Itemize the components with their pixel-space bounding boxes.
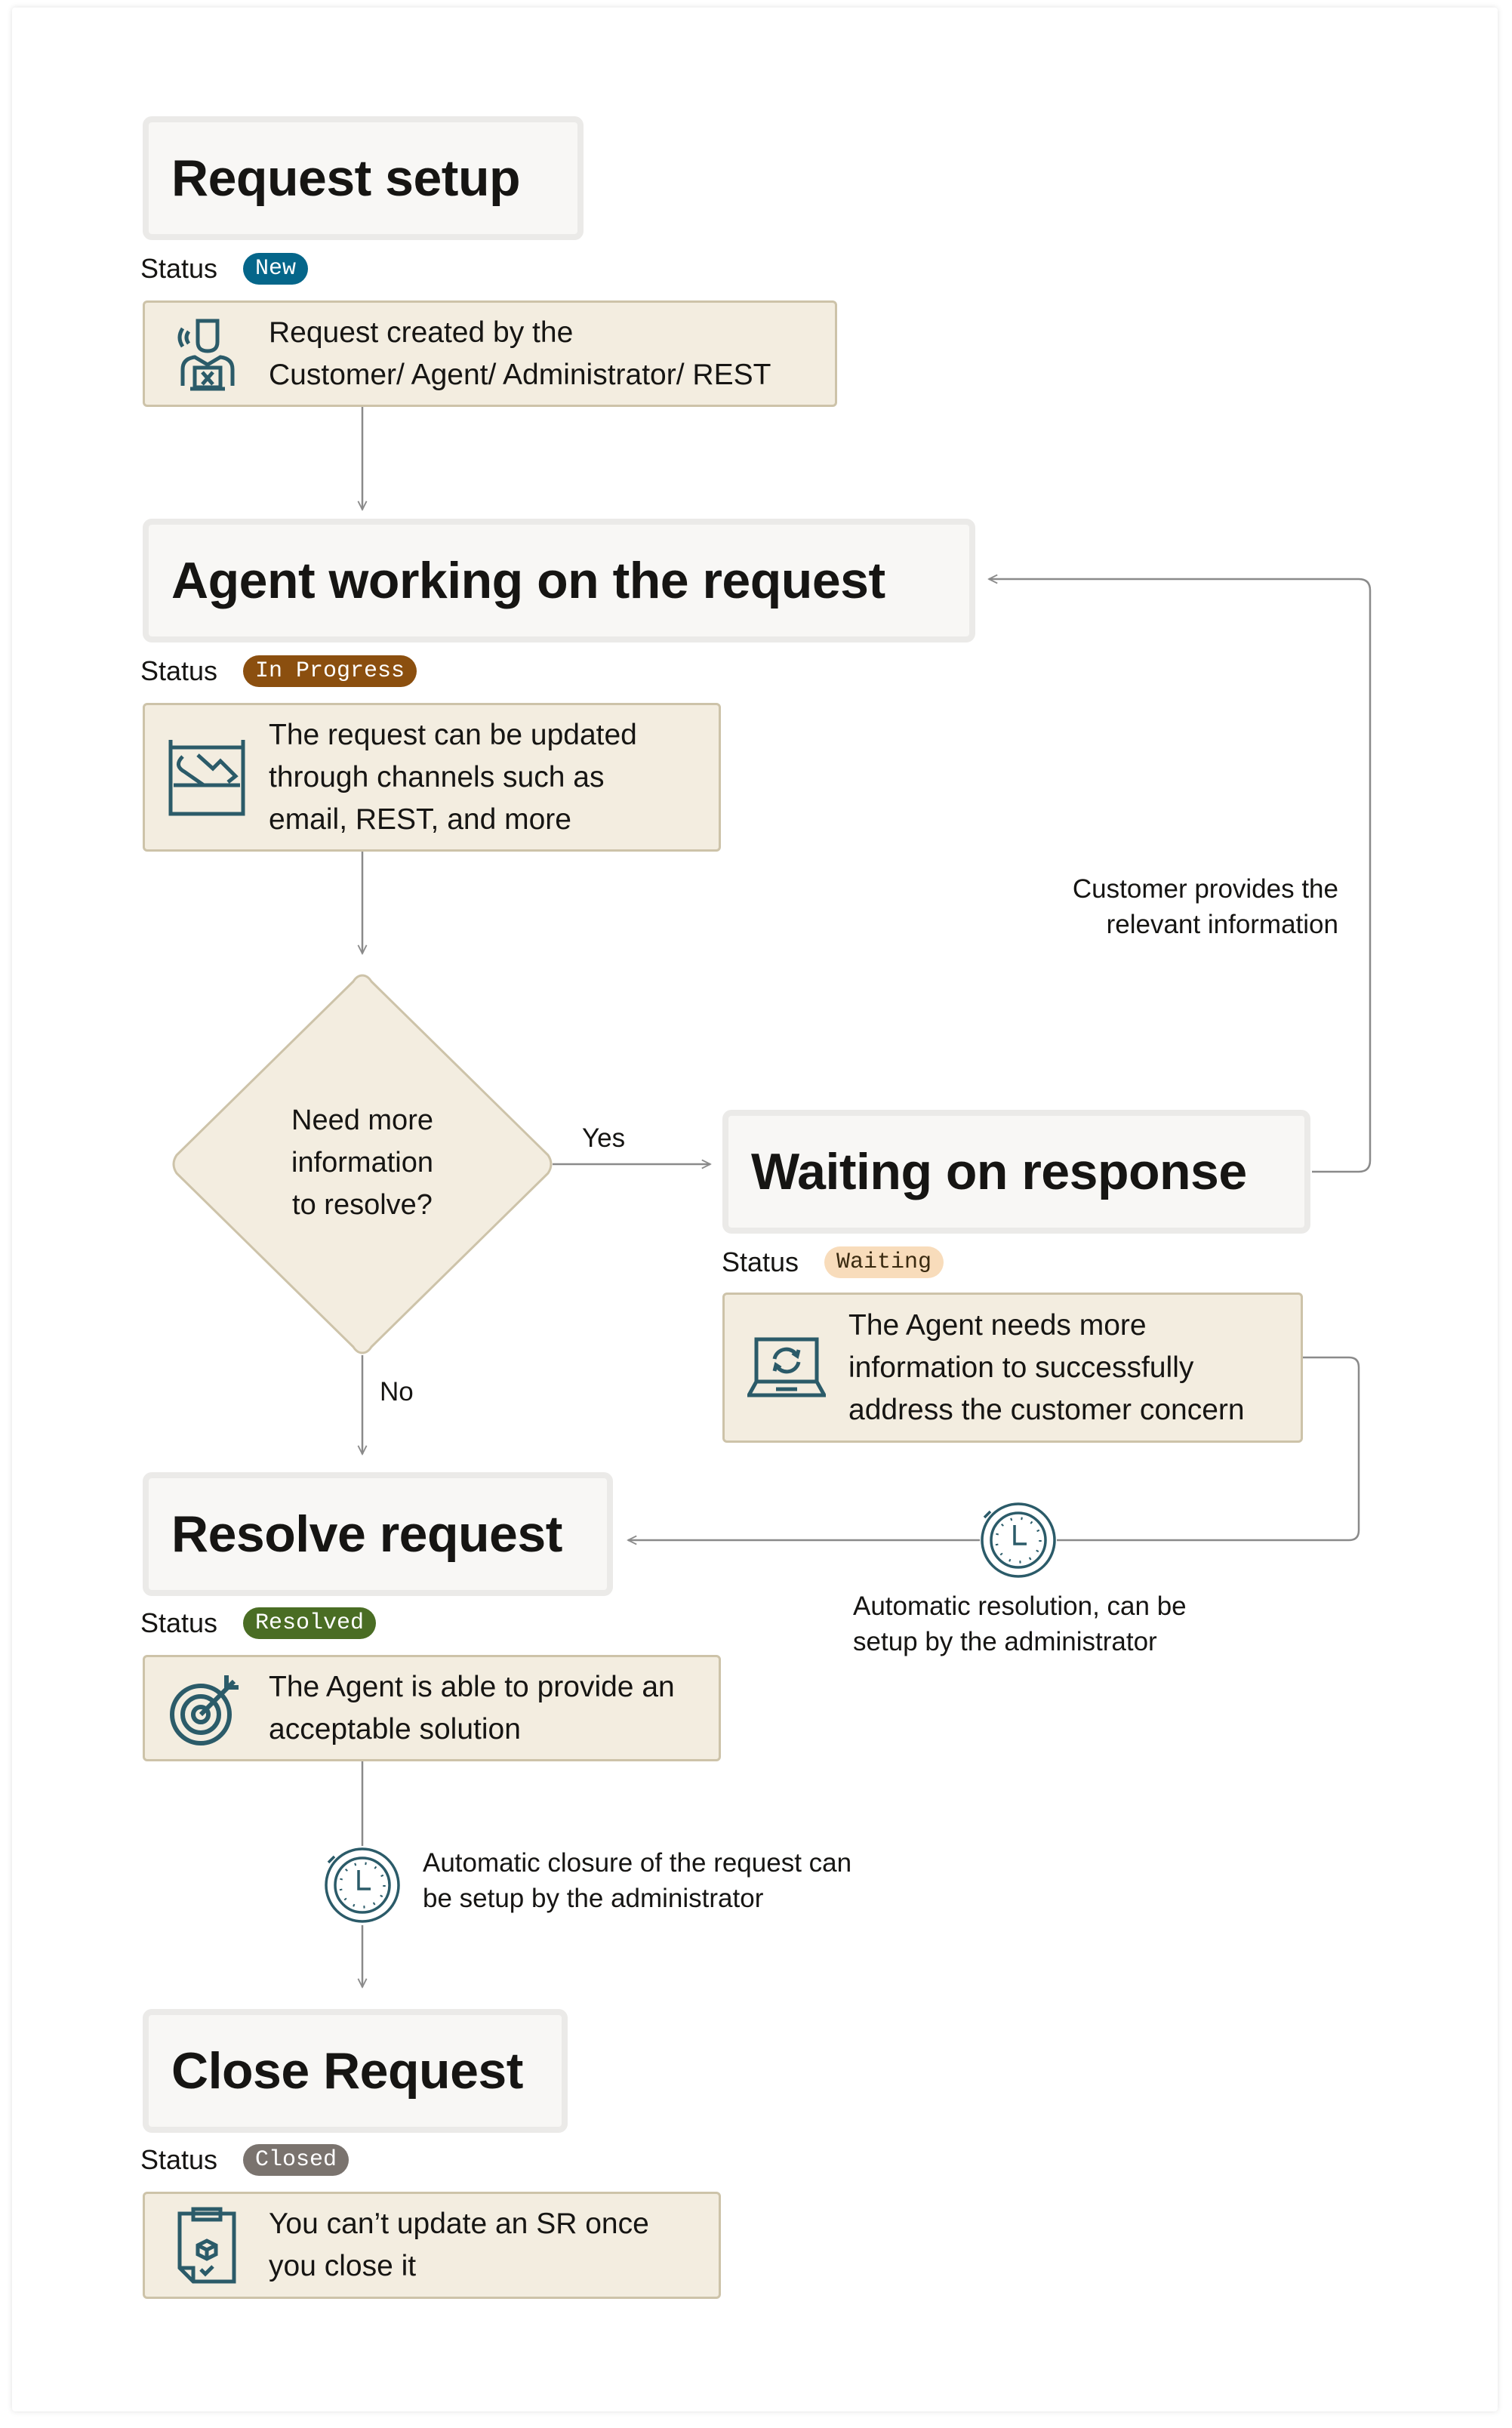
status-badge-resolved: Resolved [243,1607,377,1639]
status-label: Status [140,253,218,284]
description-line: You can’t update an SR once [269,2208,649,2240]
description-line: Request created by the [269,316,574,349]
step-agent-working-description: The request can be updated through channe… [143,703,721,852]
agent-laptop-icon [145,316,269,392]
status-badge-waiting: Waiting [824,1246,944,1278]
description-line: you close it [269,2250,417,2282]
decision-diamond [172,974,553,1354]
tools-icon [145,738,269,817]
description-line: email, REST, and more [269,803,571,836]
auto-resolution-note: Automatic resolution, can be setup by th… [853,1588,1187,1659]
description-line: address the customer concern [848,1393,1245,1426]
step-waiting-title-box: Waiting on response [722,1110,1310,1234]
step-title: Agent working on the request [171,552,885,609]
status-badge-closed: Closed [243,2144,350,2176]
step-title: Waiting on response [751,1143,1247,1200]
decision-line: information [291,1147,433,1179]
clipboard-icon [145,2206,269,2285]
auto-closure-note: Automatic closure of the request can be … [423,1845,851,1916]
status-label: Status [140,2144,218,2175]
description-line: The Agent is able to provide an [269,1670,675,1703]
step-request-setup-title-box: Request setup [143,116,584,240]
step-waiting-description: The Agent needs more information to succe… [722,1293,1303,1443]
status-badge-in-progress: In Progress [243,655,417,687]
note-line: Automatic resolution, can be [853,1591,1187,1621]
decision-line: to resolve? [292,1189,433,1221]
note-line: be setup by the administrator [423,1884,764,1913]
decision-text: Need more information to resolve? [249,1099,476,1226]
status-label: Status [140,1607,218,1638]
decision-line: Need more [291,1105,433,1136]
step-close-description: You can’t update an SR once you close it [143,2192,721,2299]
note-line: relevant information [1106,910,1338,939]
step-title: Close Request [171,2042,523,2100]
yes-label: Yes [582,1123,626,1153]
step-title: Request setup [171,149,521,207]
status-label: Status [140,655,218,686]
description-line: through channels such as [269,760,605,793]
status-label: Status [722,1246,799,1277]
status-row: Status Waiting [722,1246,944,1278]
description-line: Customer/ Agent/ Administrator/ REST [269,358,771,391]
step-agent-working-title-box: Agent working on the request [143,519,975,642]
arrow-auto-resolution [628,1356,1360,1540]
arrow-customer-loop [989,579,1372,1173]
status-row: Status Closed [140,2144,350,2176]
status-row: Status In Progress [140,655,417,687]
clock-auto-closure-icon [325,1847,400,1923]
description-line: The Agent needs more [848,1308,1147,1342]
clock-auto-resolution-icon [981,1502,1056,1578]
customer-provides-note: Customer provides the relevant informati… [981,871,1338,942]
laptop-sync-icon [725,1336,848,1400]
step-resolve-title-box: Resolve request [143,1472,613,1596]
step-close-title-box: Close Request [143,2009,568,2133]
target-icon [145,1671,269,1746]
description-line: information to successfully [848,1351,1194,1384]
status-badge-new: New [243,253,309,285]
status-row: Status New [140,253,309,285]
step-title: Resolve request [171,1505,562,1563]
note-line: Automatic closure of the request can [423,1848,852,1878]
note-line: setup by the administrator [853,1627,1157,1656]
note-line: Customer provides the [1072,874,1338,904]
step-resolve-description: The Agent is able to provide an acceptabl… [143,1655,721,1761]
status-row: Status Resolved [140,1607,377,1639]
no-label: No [380,1377,414,1407]
description-line: The request can be updated [269,718,637,751]
description-line: acceptable solution [269,1712,521,1746]
